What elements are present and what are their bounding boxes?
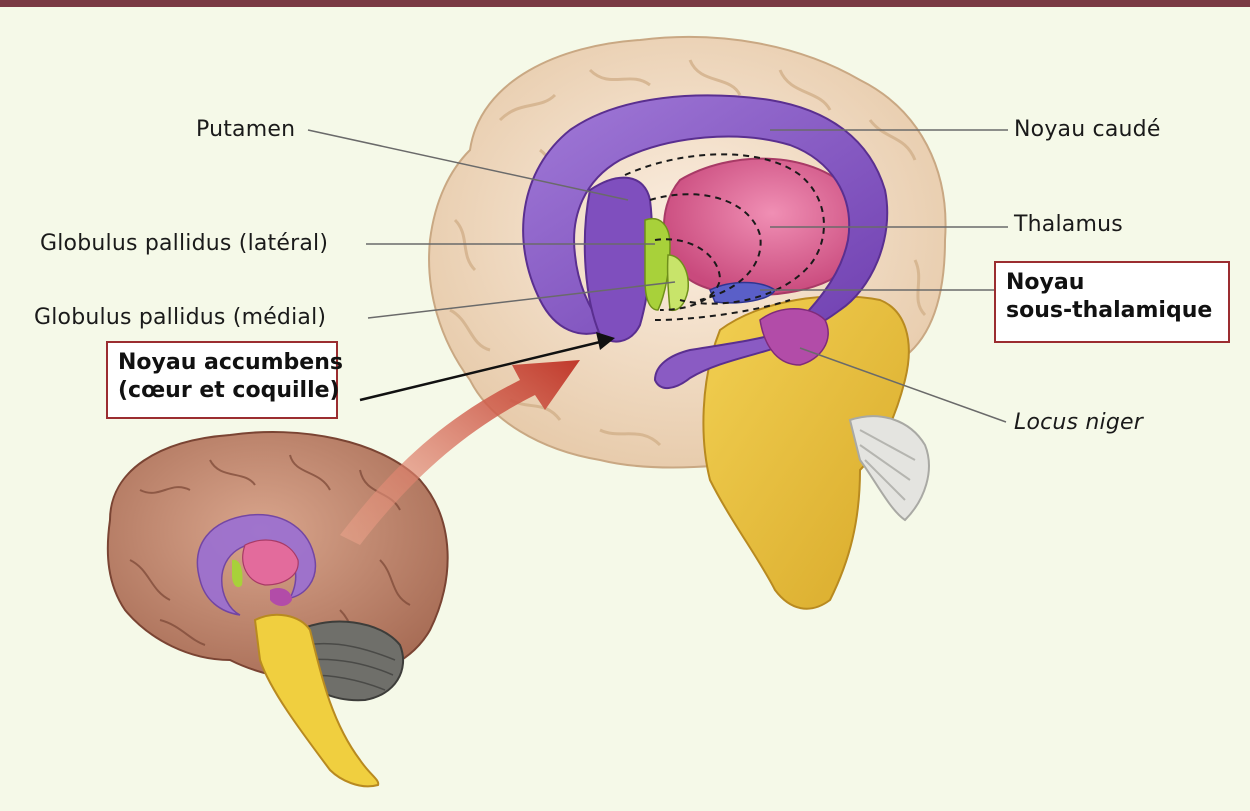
locus-niger (759, 308, 829, 366)
small-thalamus (242, 539, 299, 586)
small-pallidus (232, 559, 243, 588)
caudate-tail (653, 328, 802, 389)
dashed-contours (624, 153, 825, 321)
accumbens-callout: Noyau accumbens (cœur et coquille) (106, 341, 343, 419)
globus-pallidus-lateral (644, 218, 671, 311)
leader-lines (307, 129, 1008, 423)
subthalamic-line-1: Noyau (1006, 270, 1085, 295)
accumbens-line-2: (cœur et coquille) (118, 378, 340, 403)
subthalamic-callout: Noyau sous-thalamique (994, 261, 1230, 343)
putamen (583, 176, 653, 343)
small-striatum (196, 513, 317, 616)
cerebellum-slice (848, 415, 930, 522)
label-putamen: Putamen (196, 117, 296, 142)
large-brain-section (428, 35, 947, 610)
accumbens-line-1: Noyau accumbens (118, 350, 343, 375)
subthalamic-line-2: sous-thalamique (1006, 298, 1213, 323)
label-caudate-nucleus: Noyau caudé (1014, 117, 1161, 142)
label-globus-pallidus-medial: Globulus pallidus (médial) (34, 305, 327, 330)
magnify-arrow (340, 360, 580, 545)
small-whole-brain (106, 431, 449, 788)
small-nigra (270, 588, 292, 606)
brainstem (702, 295, 910, 610)
label-globus-pallidus-lateral: Globulus pallidus (latéral) (40, 231, 329, 256)
top-frame-bar (0, 0, 1250, 7)
label-locus-niger: Locus niger (1014, 410, 1144, 435)
label-thalamus: Thalamus (1014, 212, 1123, 237)
accumbens-arrow (359, 332, 615, 402)
small-brainstem (253, 613, 380, 788)
globus-pallidus-medial (666, 254, 689, 312)
